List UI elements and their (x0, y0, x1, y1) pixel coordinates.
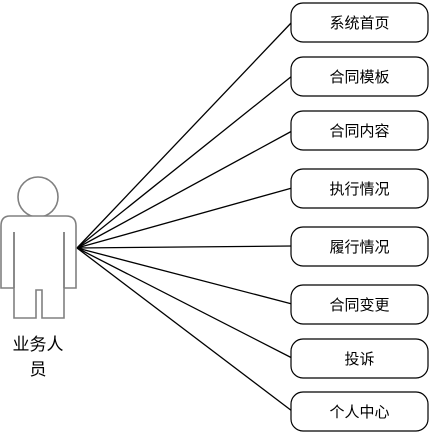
association-line (76, 247, 293, 412)
actor-body (0, 215, 77, 319)
use-case-complaint[interactable]: 投诉 (290, 338, 429, 379)
actor-label-line1: 业务人 (13, 335, 64, 355)
use-case-box[interactable] (290, 391, 429, 432)
actor-label-line2: 员 (30, 360, 47, 380)
use-case-personal-center[interactable]: 个人中心 (290, 391, 429, 432)
association-lines (76, 21, 293, 412)
association-line (76, 130, 293, 249)
use-case-execution-status[interactable]: 执行情况 (290, 168, 429, 209)
use-case-box[interactable] (290, 168, 429, 209)
use-case-label: 合同变更 (329, 296, 389, 314)
use-case-box[interactable] (290, 56, 429, 97)
use-case-box[interactable] (290, 338, 429, 379)
association-line (76, 247, 293, 359)
use-case-contract-content[interactable]: 合同内容 (290, 110, 429, 151)
association-line (76, 21, 293, 249)
use-case-label: 履行情况 (329, 238, 389, 256)
use-case-label: 个人中心 (329, 403, 389, 421)
association-line (76, 245, 293, 249)
use-case-box[interactable] (290, 226, 429, 267)
association-line (76, 187, 293, 249)
use-case-performance-status[interactable]: 履行情况 (290, 226, 429, 267)
association-line (76, 247, 293, 305)
use-case-contract-template[interactable]: 合同模板 (290, 56, 429, 97)
actor-head (17, 176, 59, 218)
use-case-label: 合同内容 (329, 122, 389, 140)
association-line (76, 75, 293, 249)
use-case-label: 合同模板 (329, 68, 389, 86)
actor-figure (0, 176, 77, 319)
use-case-box[interactable] (290, 284, 429, 325)
use-case-box[interactable] (290, 2, 429, 43)
use-case-contract-change[interactable]: 合同变更 (290, 284, 429, 325)
use-case-box[interactable] (290, 110, 429, 151)
use-case-label: 执行情况 (329, 180, 389, 198)
use-case-label: 投诉 (344, 350, 374, 368)
use-case-system-home[interactable]: 系统首页 (290, 2, 429, 43)
use-case-label: 系统首页 (329, 14, 389, 32)
